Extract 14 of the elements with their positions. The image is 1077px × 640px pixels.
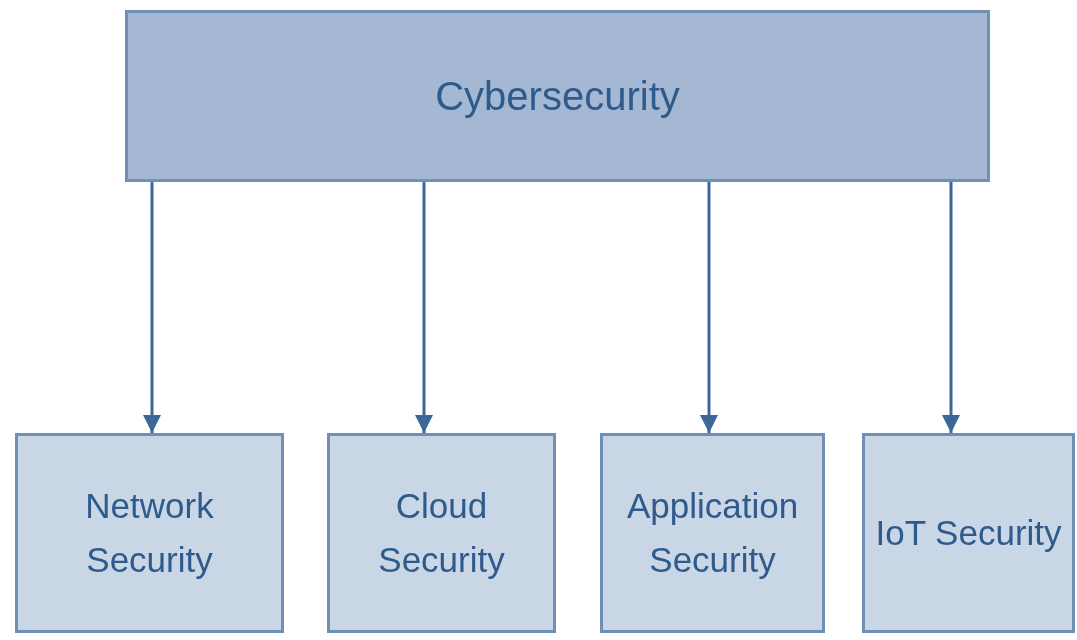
category-box [15,433,284,633]
box-label: Cybersecurity [435,73,680,120]
box-label: Cloud Security [377,484,506,581]
box-label: Network Security [84,484,215,581]
category-box [862,433,1075,633]
root-box [125,10,990,182]
box-label: IoT Security [875,511,1062,554]
category-box [327,433,556,633]
category-box [600,433,825,633]
arrow [700,182,718,433]
arrow [415,182,433,433]
box-label: Application Security [625,484,800,581]
arrow [942,182,960,433]
arrow [143,182,161,433]
